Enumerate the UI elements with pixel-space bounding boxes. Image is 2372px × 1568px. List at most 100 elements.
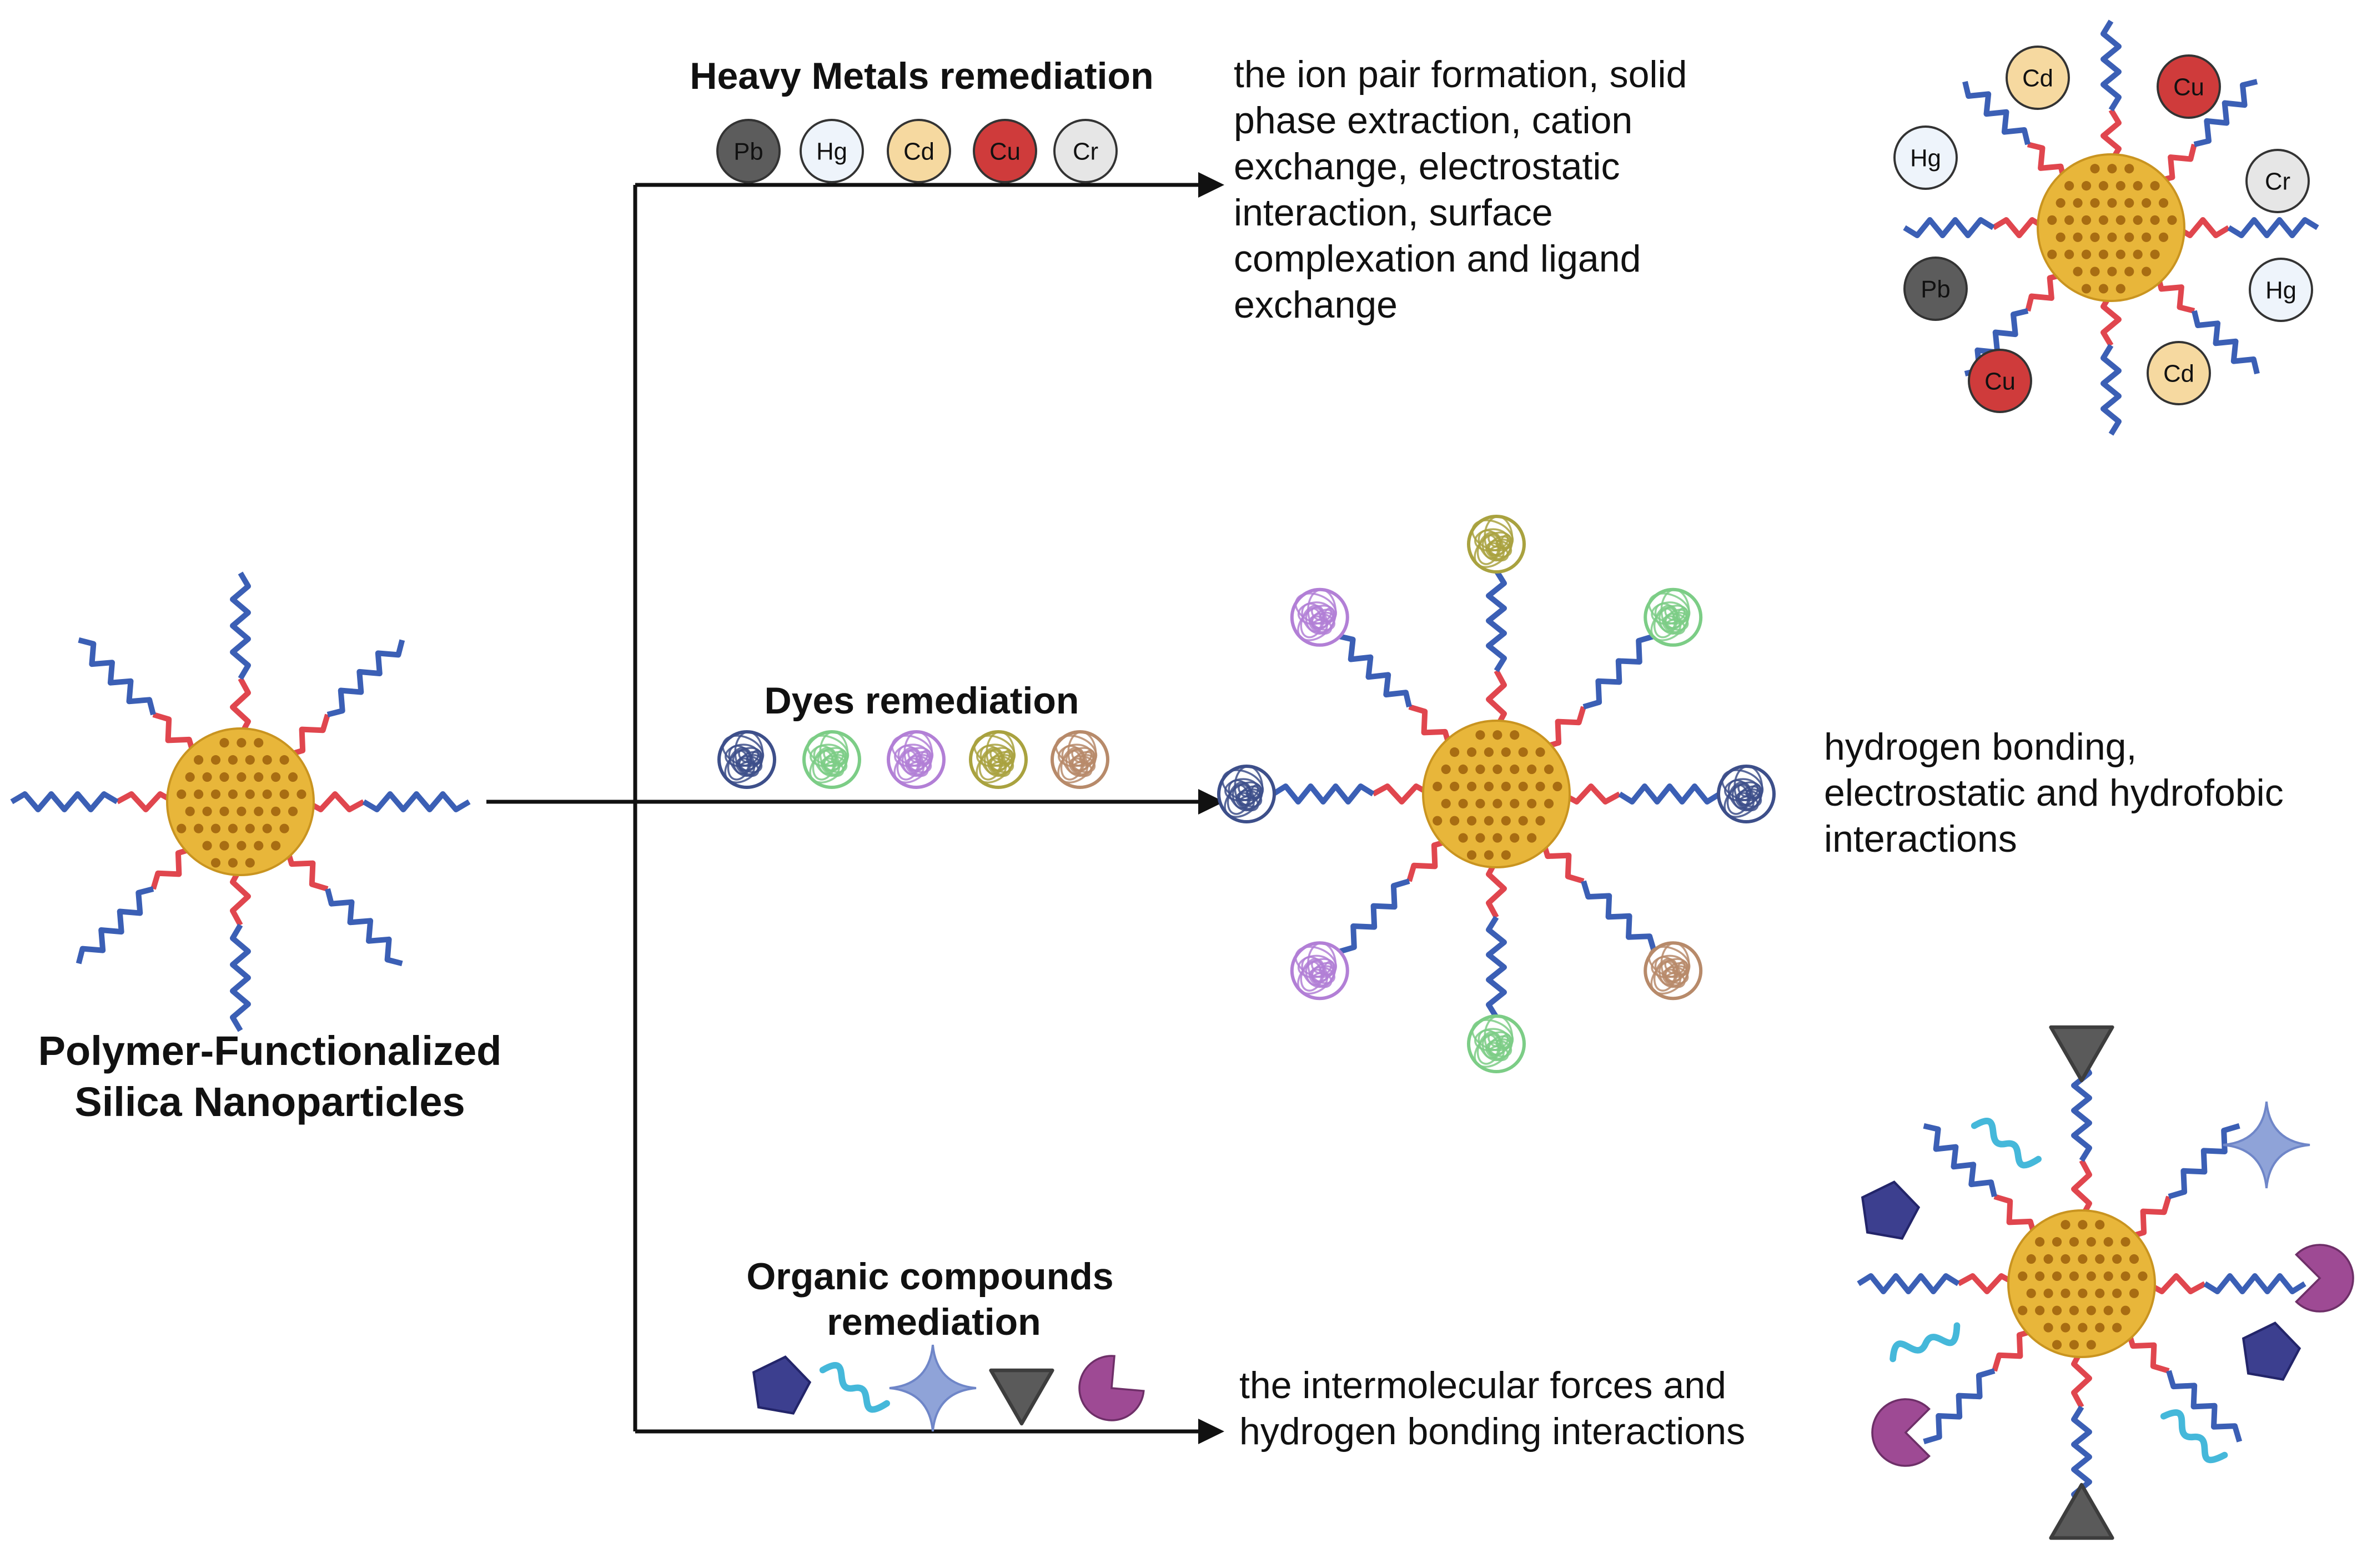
silica-pore: [2064, 215, 2074, 225]
polymer-chain-inner: [1542, 706, 1586, 750]
silica-pore: [271, 841, 281, 851]
silica-pore: [2035, 1271, 2045, 1281]
polymer-chain-inner: [1371, 783, 1432, 805]
polymer-chain-inner: [286, 713, 330, 758]
silica-pore: [2052, 1271, 2062, 1281]
polymer-chain-inner: [1408, 704, 1453, 748]
polymer-chain-inner: [2125, 1329, 2170, 1374]
polymer-chain-inner: [150, 846, 195, 890]
silica-pore: [1433, 781, 1443, 791]
polymer-chain-outer: [362, 791, 471, 812]
silica-pore: [2112, 1323, 2122, 1333]
polymer-chain-outer: [1486, 916, 1507, 1019]
silica-pore: [1441, 764, 1451, 775]
polymer-chain-outer: [1903, 217, 1995, 238]
dye-molecule: [1290, 941, 1349, 1001]
silica-pore: [1458, 833, 1468, 843]
silica-pore: [210, 789, 221, 799]
silica-pore: [2078, 1288, 2088, 1298]
main-particle-label-line2: Silica Nanoparticles: [74, 1079, 465, 1125]
silica-pore: [2124, 164, 2134, 174]
dyes-mechanism-line: hydrogen bonding,: [1824, 726, 2137, 768]
polymer-chain-inner: [2025, 272, 2066, 312]
silica-pore: [1544, 764, 1554, 775]
silica-pore: [1510, 833, 1520, 843]
silica-pore: [2018, 1271, 2028, 1281]
metal-ion-symbol: Cr: [1073, 138, 1098, 165]
silica-pore: [1501, 747, 1511, 757]
silica-pore: [1535, 781, 1545, 791]
silica-pore: [228, 858, 238, 868]
silica-pore: [2069, 1305, 2079, 1315]
silica-pore: [2133, 181, 2143, 191]
polymer-chain-outer: [2203, 1273, 2306, 1294]
silica-pore: [1441, 798, 1451, 808]
hm-mechanism-line: exchange: [1234, 284, 1398, 326]
main-particle-label-line1: Polymer-Functionalized: [38, 1028, 502, 1074]
metal-ion-symbol: Cd: [2163, 360, 2194, 388]
metal-ion-symbol: Hg: [2265, 277, 2296, 304]
polymer-chain-outer: [1338, 633, 1412, 708]
silica-pore: [2078, 1323, 2088, 1333]
silica-pore: [262, 789, 272, 799]
polymer-chain-outer: [1582, 633, 1655, 710]
silica-pore: [210, 755, 221, 765]
silica-pore: [245, 755, 255, 765]
silica-pore: [1450, 816, 1460, 826]
silica-pore: [271, 806, 281, 816]
silica-pore: [1552, 781, 1562, 791]
silica-pore: [2047, 215, 2057, 225]
silica-pore: [1501, 850, 1511, 860]
silica-pore: [1527, 833, 1537, 843]
silica-core: [2007, 1209, 2156, 1358]
silica-pore: [2061, 1323, 2071, 1333]
hm-mechanism-line: interaction, surface: [1234, 192, 1553, 234]
silica-pore: [2112, 1254, 2122, 1264]
silica-pore: [2115, 181, 2125, 191]
silica-pore: [262, 823, 272, 833]
silica-pore: [1492, 764, 1502, 775]
polymer-chain-inner: [305, 791, 365, 812]
silica-pore: [1475, 833, 1485, 843]
triangle-compound: [2049, 1025, 2114, 1083]
hm-mechanism-line: complexation and ligand: [1234, 238, 1641, 280]
silica-pore: [210, 858, 221, 868]
silica-pore: [245, 823, 255, 833]
silica-pore: [2073, 198, 2083, 208]
silica-pore: [2052, 1237, 2062, 1247]
dye-molecules-row: [717, 730, 1109, 789]
silica-pore: [1466, 747, 1477, 757]
metal-ion-cd: [2006, 46, 2070, 110]
pacman-compound: [2295, 1244, 2354, 1313]
silica-pore: [2107, 164, 2117, 174]
polymer-chain-outer: [2227, 217, 2319, 238]
silica-pore: [1510, 764, 1520, 775]
polymer-chain-outer: [1857, 1273, 1960, 1294]
polymer-chain-outer: [76, 886, 154, 964]
pentagon-compound: [2242, 1321, 2301, 1381]
polymer-chain-outer: [230, 923, 251, 1032]
silica-pore: [1510, 730, 1520, 740]
hm-mechanism-line: exchange, electrostatic: [1234, 145, 1620, 188]
silica-pore: [1492, 833, 1502, 843]
silica-pore: [245, 789, 255, 799]
silica-pore: [2052, 1305, 2062, 1315]
metal-ion-symbol: Hg: [816, 138, 847, 165]
connector-arrows: [486, 172, 1224, 1444]
silica-pore: [2081, 249, 2092, 259]
silica-pore: [2043, 1288, 2053, 1298]
silica-pore: [1466, 850, 1477, 860]
silica-pore: [194, 789, 204, 799]
polymer-chain-inner: [2071, 1348, 2092, 1409]
dye-molecule: [969, 730, 1028, 789]
triangle-compound: [2049, 1482, 2114, 1540]
polymer-chain-inner: [1992, 217, 2047, 238]
star-compound: [889, 1344, 977, 1432]
polymer-chain-inner: [152, 712, 197, 756]
silica-pore: [2064, 181, 2074, 191]
metal-ion-symbol: Hg: [1910, 145, 1941, 172]
polymer-chain-inner: [230, 677, 251, 737]
